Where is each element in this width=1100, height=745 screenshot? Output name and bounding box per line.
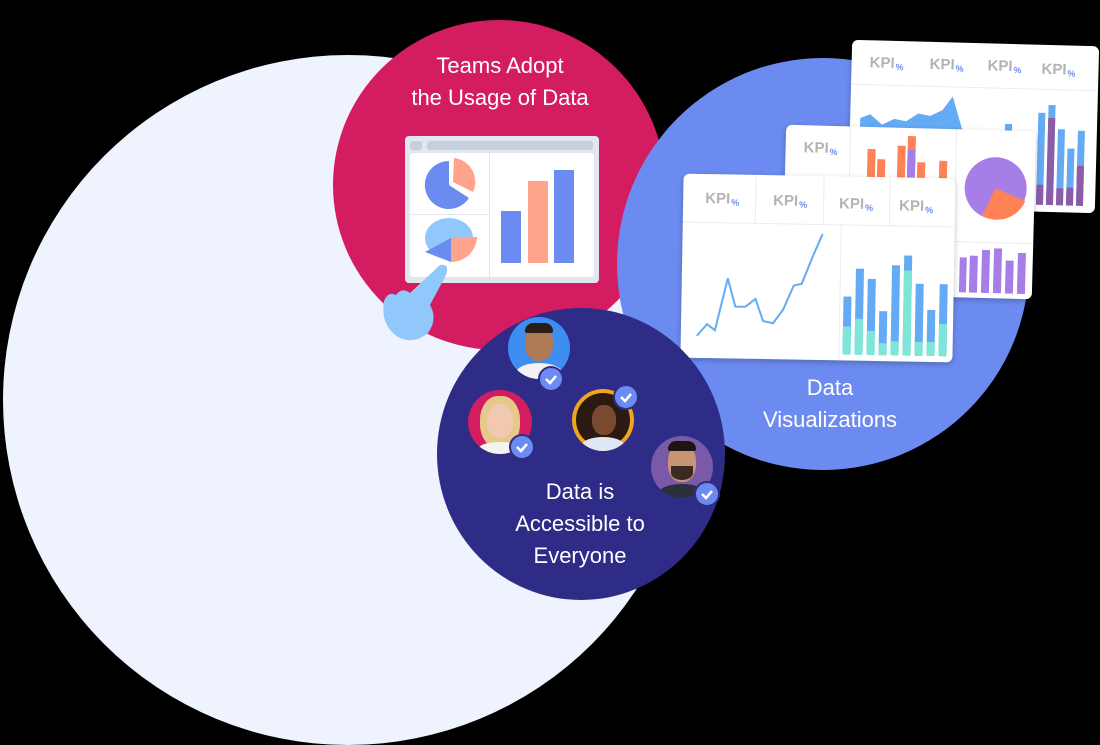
kpi-label: KPI% — [773, 192, 808, 210]
bar-chart-icon — [958, 248, 1026, 295]
kpi-label: KPI% — [803, 139, 838, 158]
dashboard-card-front: KPI% KPI% KPI% KPI% — [680, 173, 956, 363]
bar-chart-icon — [501, 170, 574, 263]
accessible-title: Data is Accessible to Everyone — [515, 479, 645, 568]
line-chart-icon — [696, 233, 824, 337]
stacked-bar-chart-icon — [842, 255, 948, 357]
pie-chart-icon — [424, 158, 476, 209]
visualizations-title: Data Visualizations — [762, 375, 898, 432]
pie-chart-icon — [964, 157, 1027, 220]
dashboard-card-middle: KPI% — [781, 124, 1037, 300]
pie-chart-icon — [425, 218, 477, 262]
pointing-hand-icon — [383, 264, 448, 341]
kpi-label: KPI% — [1041, 60, 1076, 79]
check-icon — [509, 434, 535, 460]
kpi-label: KPI% — [929, 55, 964, 74]
kpi-label: KPI% — [838, 195, 874, 213]
check-icon — [694, 481, 720, 507]
kpi-label: KPI% — [987, 57, 1022, 76]
check-icon — [538, 366, 564, 392]
kpi-label: KPI% — [869, 54, 904, 73]
check-icon — [613, 384, 639, 410]
kpi-label: KPI% — [898, 197, 934, 215]
avatar — [572, 389, 634, 451]
dashboard-illustration — [405, 136, 599, 283]
adopt-title: Teams Adopt the Usage of Data — [411, 53, 589, 110]
kpi-label: KPI% — [705, 190, 740, 208]
